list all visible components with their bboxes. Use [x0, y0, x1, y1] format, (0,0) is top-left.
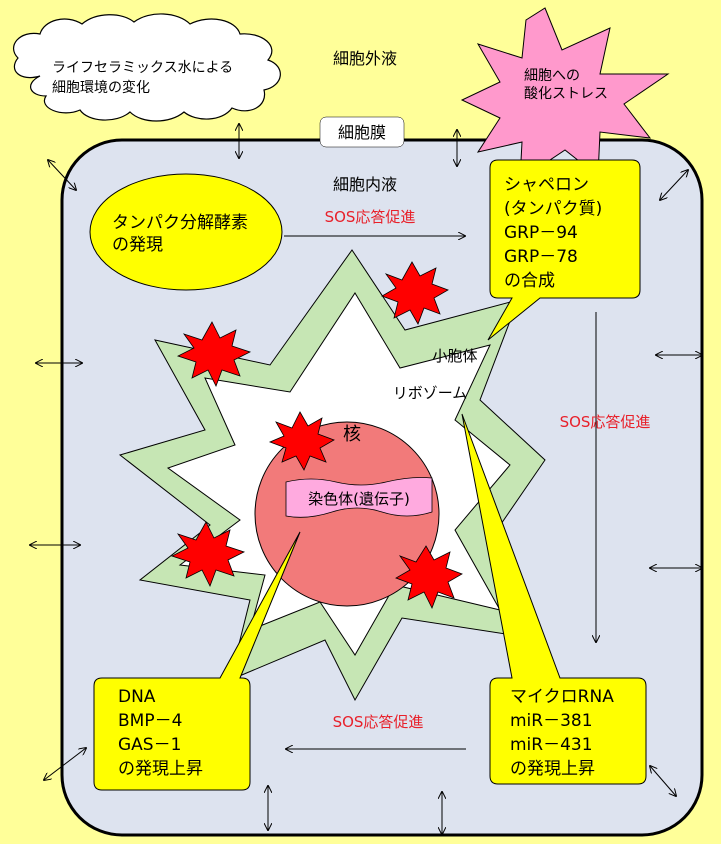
protease-text-line1: タンパク分解酵素 — [112, 213, 248, 233]
mirna-line2: miR－381 — [510, 711, 593, 731]
dna-line1: DNA — [118, 687, 156, 707]
nucleus-label: 核 — [343, 424, 361, 445]
intracellular-fluid-label: 細胞内液 — [333, 175, 397, 194]
burst-text-line1: 細胞への — [524, 68, 580, 84]
cloud-text-line2: 細胞環境の変化 — [52, 79, 150, 96]
cell-membrane-label: 細胞膜 — [338, 123, 386, 142]
chaperone-line5: の合成 — [504, 271, 555, 291]
dna-line3: GAS－1 — [118, 735, 181, 755]
cloud-text-line1: ライフセラミックス水による — [52, 60, 233, 76]
protease-text-line2: の発現 — [112, 235, 163, 255]
sos-right-label: SOS応答促進 — [560, 413, 651, 431]
burst-text-line2: 酸化ストレス — [524, 86, 608, 102]
dna-line2: BMP－4 — [118, 711, 182, 731]
chromosome-label: 染色体(遺伝子) — [308, 490, 410, 508]
sos-bottom-label: SOS応答促進 — [333, 713, 424, 731]
chaperone-line3: GRP－94 — [504, 223, 578, 243]
extracellular-fluid-label: 細胞外液 — [333, 49, 397, 68]
mirna-line4: の発現上昇 — [510, 759, 595, 779]
chaperone-line2: (タンパク質) — [504, 199, 602, 219]
mirna-line1: マイクロRNA — [510, 687, 614, 707]
mirna-line3: miR－431 — [510, 735, 593, 755]
dna-line4: の発現上昇 — [118, 759, 203, 779]
chaperone-line1: シャペロン — [504, 175, 589, 195]
ribosome-label: リボゾーム — [393, 384, 468, 402]
er-label: 小胞体 — [432, 347, 477, 365]
chaperone-line4: GRP－78 — [504, 247, 578, 267]
sos-top-label: SOS応答促進 — [325, 208, 416, 226]
